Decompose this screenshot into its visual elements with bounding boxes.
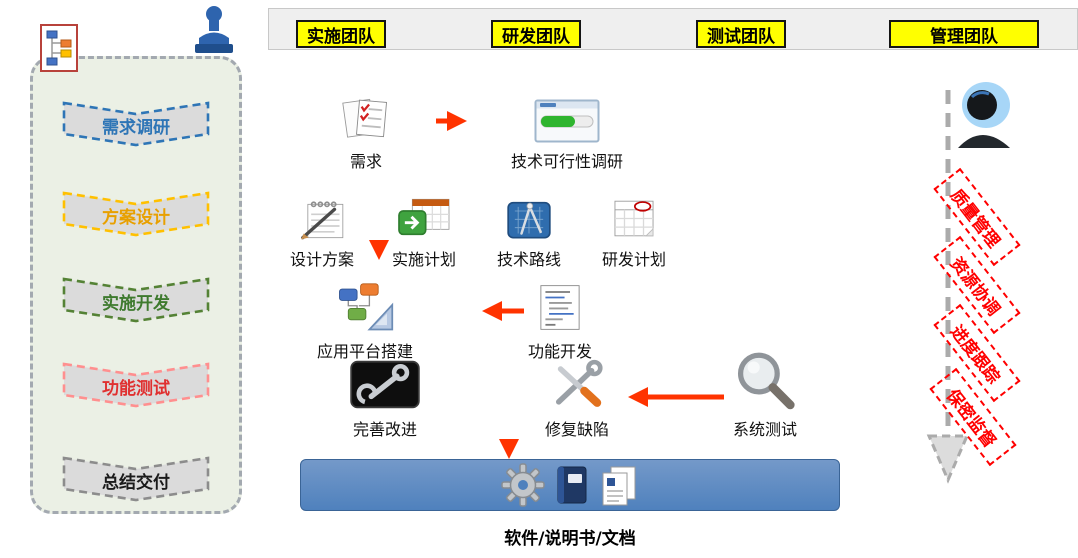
chevron-banner-shape [62,456,210,502]
documents-icon [602,466,636,506]
team-label-rnd: 研发团队 [491,20,581,48]
deliverables-label: 软件/说明书/文档 [504,529,636,549]
step-label: 完善改进 [352,420,417,439]
step-requirements: 需求 [320,96,412,172]
phase-label: 功能测试 [102,378,170,399]
notebook-icon [557,466,587,504]
calendar-icon [614,200,654,237]
phase-label: 方案设计 [102,207,170,228]
platform-diagram-icon [339,283,394,331]
stamp-icon [191,4,237,60]
step-feasibility: 技术可行性调研 [503,96,631,172]
step-platform-build: 应用平台搭建 [310,282,420,362]
team-label-management: 管理团队 [889,20,1039,48]
mini-flowchart-icon [40,24,78,72]
team-label-testing: 测试团队 [696,20,786,48]
step-label: 设计方案 [289,250,354,269]
phase-banner-design: 方案设计 [61,190,211,238]
step-design-plan: 设计方案 [278,196,366,270]
management-flow-arrow [926,90,970,484]
manager-person-icon [952,78,1016,152]
repair-tools-icon [555,359,603,407]
step-function-development: 功能开发 [514,282,606,362]
feasibility-window-icon [534,99,600,143]
phase-label: 需求调研 [102,117,170,138]
step-rnd-plan: 研发计划 [590,196,678,270]
chevron-banner-shape [62,101,210,147]
screen-wrench-icon [350,360,420,409]
chevron-banner-shape [62,362,210,408]
phase-banner-delivery: 总结交付 [61,455,211,503]
notepad-pencil-icon [301,201,344,240]
phase-banner-testing: 功能测试 [61,361,211,409]
step-implementation-plan: 实施计划 [380,196,468,270]
step-label: 实施计划 [391,250,456,269]
step-label: 应用平台搭建 [316,342,413,361]
magnifier-icon [737,352,795,410]
blueprint-compass-icon [507,201,551,239]
phase-banner-development: 实施开发 [61,276,211,324]
step-improvement: 完善改进 [337,358,433,440]
step-label: 需求 [349,152,382,171]
chevron-banner-shape [62,277,210,323]
step-label: 修复缺陷 [544,420,609,439]
calendar-go-icon [398,198,450,236]
step-label: 技术路线 [496,250,561,269]
requirements-doc-icon [342,98,388,138]
team-label-implementation: 实施团队 [296,20,386,48]
deliverables-bar [300,459,840,511]
phase-banner-requirements: 需求调研 [61,100,211,148]
code-file-icon [540,285,580,330]
step-label: 系统测试 [732,420,797,439]
step-fix-defects: 修复缺陷 [529,358,625,440]
phase-label: 总结交付 [102,472,170,493]
chevron-banner-shape [62,191,210,237]
step-technical-route: 技术路线 [485,196,573,270]
step-label: 功能开发 [527,342,592,361]
phase-label: 实施开发 [102,293,170,314]
step-label: 研发计划 [601,250,666,269]
step-system-testing: 系统测试 [715,350,815,440]
step-label: 技术可行性调研 [510,152,623,171]
gear-icon [501,463,545,507]
